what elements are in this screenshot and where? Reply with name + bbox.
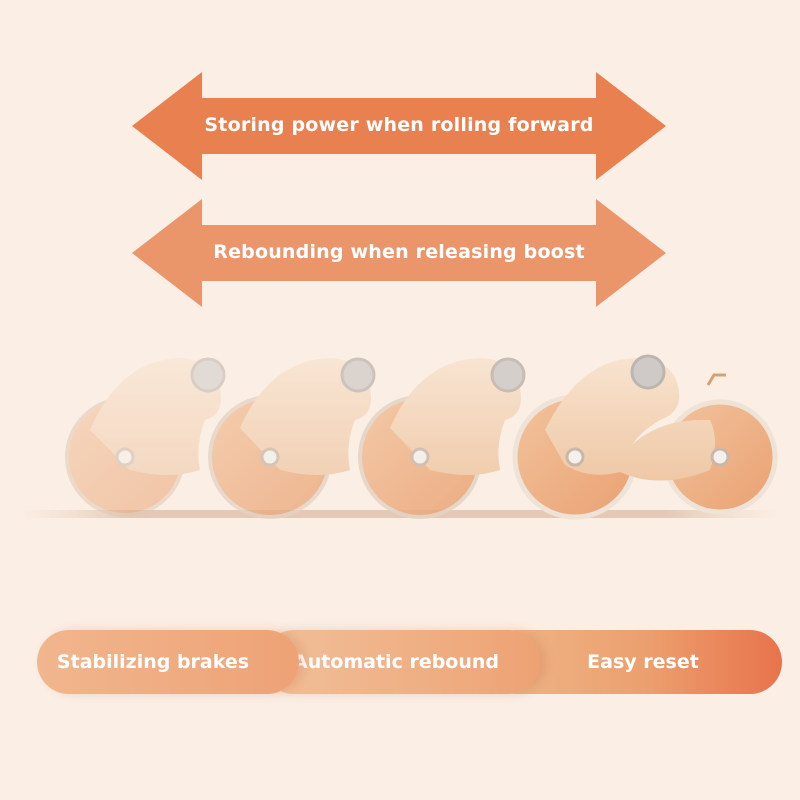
feature-label: Automatic rebound [292,651,500,673]
roller-body [545,358,715,481]
ab-roller-illustration [20,354,780,520]
axle-icon [710,447,730,467]
knob-icon [340,357,376,393]
axle-icon [410,447,430,467]
double-arrow-icon [132,72,666,180]
feature-label: Stabilizing brakes [56,651,250,673]
roller-frame-4 [512,354,778,520]
double-arrow-icon [132,199,666,307]
knob-icon [490,357,526,393]
forward-double-arrow: Storing power when rolling forward [132,72,666,180]
roller-frame-3 [358,357,526,519]
roller-body [390,358,521,475]
roller-frame-2 [208,357,376,519]
feature-label: Easy reset [587,651,699,673]
roller-frame-1 [65,357,226,517]
brake-lever-icon [706,373,726,386]
axle-icon [260,447,280,467]
roller-body [90,358,221,475]
rebound-double-arrow: Rebounding when releasing boost [132,199,666,307]
knob-icon [190,357,226,393]
roller-body [240,358,371,475]
axle-icon [565,447,585,467]
axle-icon [115,447,135,467]
feature-pill-automatic-rebound: Automatic rebound [262,630,540,694]
arrow-label-forward: Storing power when rolling forward [204,114,594,136]
arrow-label-rebound: Rebounding when releasing boost [213,241,585,263]
feature-pill-easy-reset: Easy reset [484,630,782,694]
knob-icon [630,354,666,390]
feature-pill-stabilizing-brakes: Stabilizing brakes [37,630,299,694]
